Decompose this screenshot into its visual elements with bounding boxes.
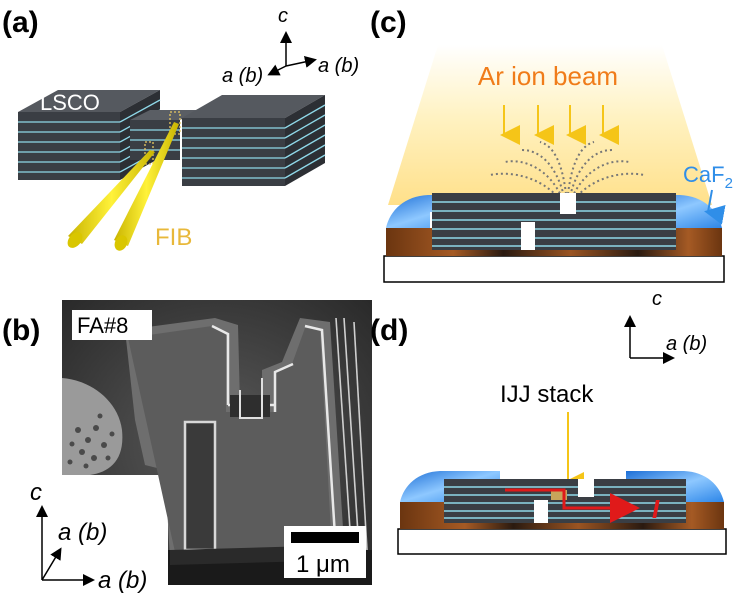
top-notch-c: [560, 193, 576, 214]
panel-b-label: (b): [2, 314, 40, 347]
panel-a: (a) c a (b) a (b): [2, 5, 359, 251]
scale-bar: [291, 532, 359, 543]
current-label: I: [652, 494, 660, 524]
panel-c-label: (c): [370, 6, 407, 39]
panel-a-axis-right: a (b): [318, 55, 359, 77]
ion-beam-label: Ar ion beam: [478, 61, 618, 91]
ijj-junction-highlight: [551, 490, 567, 500]
panel-d-label: (d): [370, 314, 408, 347]
panel-a-label: (a): [2, 6, 39, 39]
sample-id-box: [72, 310, 152, 340]
fib-beams: [67, 122, 179, 251]
scale-bar-label: 1 μm: [296, 551, 350, 578]
bottom-notch-c: [521, 222, 535, 250]
ijj-stack-label: IJJ stack: [500, 381, 594, 408]
panel-c: (c) Ar ion beam: [370, 6, 733, 283]
caf2-label: CaF2: [683, 162, 733, 192]
current-path: [505, 488, 640, 523]
substrate-d: [397, 528, 727, 555]
sputter-trajectories: [489, 141, 645, 201]
panel-a-axis-left: a (b): [222, 65, 263, 87]
lsco-right-block: [182, 95, 326, 186]
panel-d-axis-c: c: [652, 288, 662, 310]
fib-label: FIB: [155, 224, 192, 251]
lsco-label: LSCO: [40, 90, 100, 115]
caf2-arrow: [704, 189, 726, 225]
panel-d-axes: c a (b): [624, 288, 707, 364]
panel-b-axis-diag: a (b): [58, 519, 107, 546]
panel-b-axis-c: c: [30, 479, 42, 506]
panel-a-axes: c a (b) a (b): [222, 5, 359, 87]
panel-b-axis-horiz: a (b): [98, 567, 147, 594]
panel-b: (b): [2, 300, 372, 594]
panel-d-axis-horiz: a (b): [666, 333, 707, 355]
substrate-c: [383, 255, 725, 283]
panel-d: (d) c a (b) IJJ stack I: [370, 288, 727, 555]
bottom-notch-d: [534, 500, 548, 523]
sample-id: FA#8: [77, 313, 128, 338]
top-notch-d: [578, 479, 594, 497]
panel-b-axes: c a (b) a (b): [30, 479, 147, 594]
ion-beam-arrows: [500, 105, 619, 145]
sem-image: [62, 300, 372, 585]
fib-cut-marks: [144, 111, 181, 165]
panel-a-axis-c: c: [278, 5, 288, 27]
